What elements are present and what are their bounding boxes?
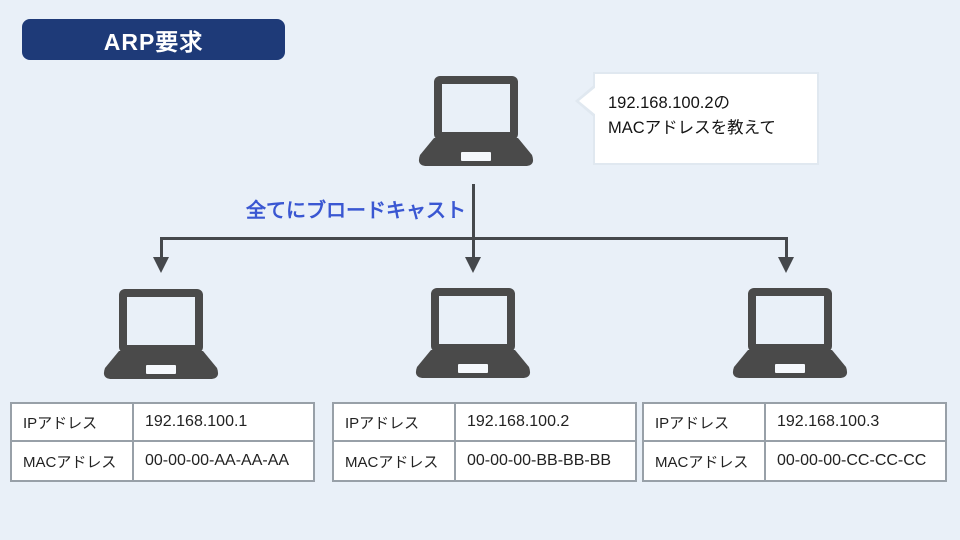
host2-address-table: IPアドレス 192.168.100.2 MACアドレス 00-00-00-BB…: [332, 402, 637, 482]
arrow-drop-right: [785, 237, 788, 259]
host1-address-table: IPアドレス 192.168.100.1 MACアドレス 00-00-00-AA…: [10, 402, 315, 482]
host3-address-table: IPアドレス 192.168.100.3 MACアドレス 00-00-00-CC…: [642, 402, 947, 482]
title-banner: ARP要求: [22, 19, 285, 60]
table-label-ip: IPアドレス: [334, 404, 456, 442]
table-label-mac: MACアドレス: [334, 442, 456, 480]
page-title: ARP要求: [103, 28, 204, 55]
arrowhead-down-left-icon: [153, 257, 169, 273]
laptop-icon: [418, 76, 534, 166]
table-value-ip: 192.168.100.3: [766, 404, 945, 442]
table-value-mac: 00-00-00-BB-BB-BB: [467, 452, 612, 469]
table-label-ip: IPアドレス: [12, 404, 134, 442]
broadcast-label: 全てにブロードキャスト: [246, 200, 466, 222]
laptop-icon-host1: [99, 289, 223, 381]
laptop-icon: [103, 289, 219, 379]
arrow-stem-from-sender: [472, 184, 475, 239]
bubble-text-line1: 192.168.100.2の: [608, 94, 731, 112]
arrow-drop-left: [160, 237, 163, 259]
speech-bubble: 192.168.100.2の MACアドレスを教えて: [575, 72, 819, 165]
table-label-mac: MACアドレス: [12, 442, 134, 480]
laptop-icon-sender: [414, 76, 538, 168]
bubble-text-line2: MACアドレスを教えて: [608, 118, 776, 137]
arrowhead-down-center-icon: [465, 257, 481, 273]
table-value-mac: 00-00-00-AA-AA-AA: [145, 452, 290, 469]
table-value-mac: 00-00-00-CC-CC-CC: [777, 452, 927, 469]
table-value-ip: 192.168.100.2: [456, 404, 635, 442]
laptop-icon-host3: [728, 288, 852, 380]
laptop-icon: [732, 288, 848, 378]
laptop-icon: [415, 288, 531, 378]
table-label-ip: IPアドレス: [644, 404, 766, 442]
arrowhead-down-right-icon: [778, 257, 794, 273]
arrow-drop-center: [472, 237, 475, 259]
table-value-ip: 192.168.100.1: [134, 404, 313, 442]
table-label-mac: MACアドレス: [644, 442, 766, 480]
laptop-icon-host2: [411, 288, 535, 380]
